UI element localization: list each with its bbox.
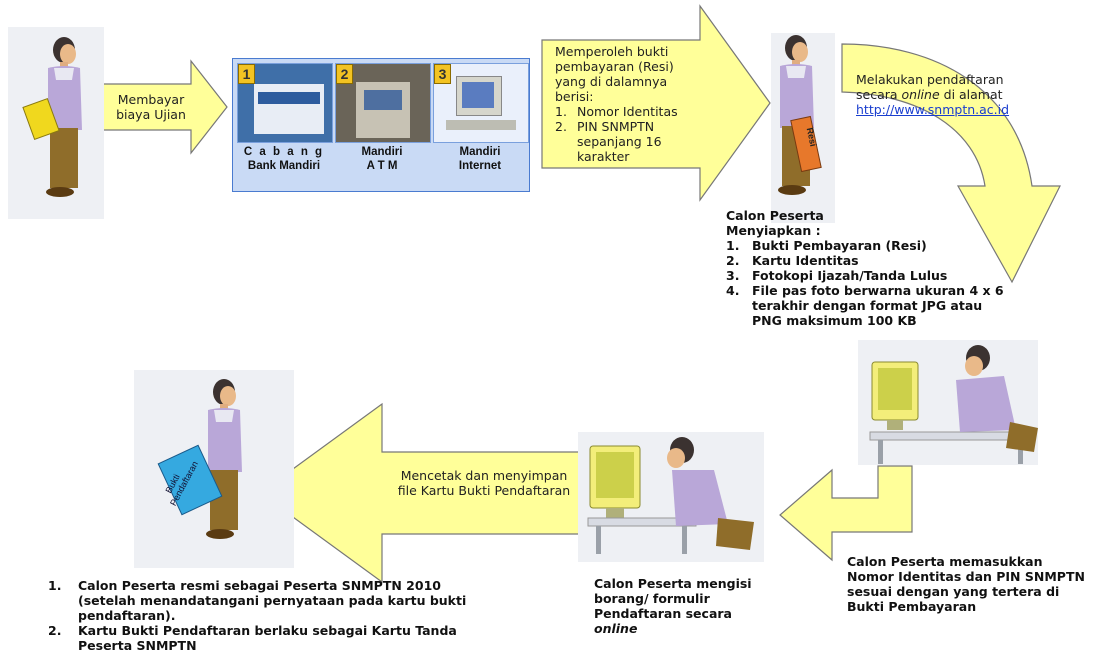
fill-form-text: Calon Peserta mengisi borang/ formulir P…	[594, 576, 752, 636]
pay-text: Membayar biaya Ujian	[116, 92, 186, 122]
person-icon	[771, 33, 835, 223]
person-icon	[134, 370, 294, 568]
bank-label: Mandiri Internet	[458, 146, 502, 172]
bank-number: 3	[434, 64, 451, 84]
final-list: 1.Calon Peserta resmi sebagai Peserta SN…	[48, 578, 467, 653]
bank-number: 2	[336, 64, 353, 84]
arrow-register	[841, 43, 1061, 284]
bank-label: Mandiri A T M	[361, 146, 403, 172]
payment-channels-panel: 1 2 3 C a b a n g Bank Mandiri Mandiri A…	[232, 58, 530, 192]
prepare-list: Calon Peserta Menyiapkan : 1.Bukti Pemba…	[726, 208, 1004, 328]
print-text: Mencetak dan menyimpan file Kartu Bukti …	[397, 468, 571, 498]
atm-icon: 2	[335, 63, 431, 143]
bank-number: 1	[238, 64, 255, 84]
bank-building-icon: 1	[237, 63, 333, 143]
receipt-text: Memperoleh bukti pembayaran (Resi) yang …	[555, 44, 678, 164]
computer-icon: 3	[433, 63, 529, 143]
enter-credentials-text: Calon Peserta memasukkan Nomor Identitas…	[847, 554, 1085, 614]
bank-label: C a b a n g Bank Mandiri	[243, 146, 325, 172]
register-text: Melakukan pendaftaran secara online di a…	[856, 72, 1010, 117]
person-icon	[8, 27, 104, 219]
person-at-desk-icon	[578, 432, 764, 562]
arrow-pay	[95, 59, 228, 155]
arrow-print	[258, 402, 585, 584]
snmptn-url-link[interactable]: http://www.snmptn.ac.id	[856, 102, 1010, 117]
arrow-receipt	[541, 4, 771, 202]
person-at-desk-icon	[858, 340, 1038, 465]
arrow-enter	[779, 465, 913, 562]
